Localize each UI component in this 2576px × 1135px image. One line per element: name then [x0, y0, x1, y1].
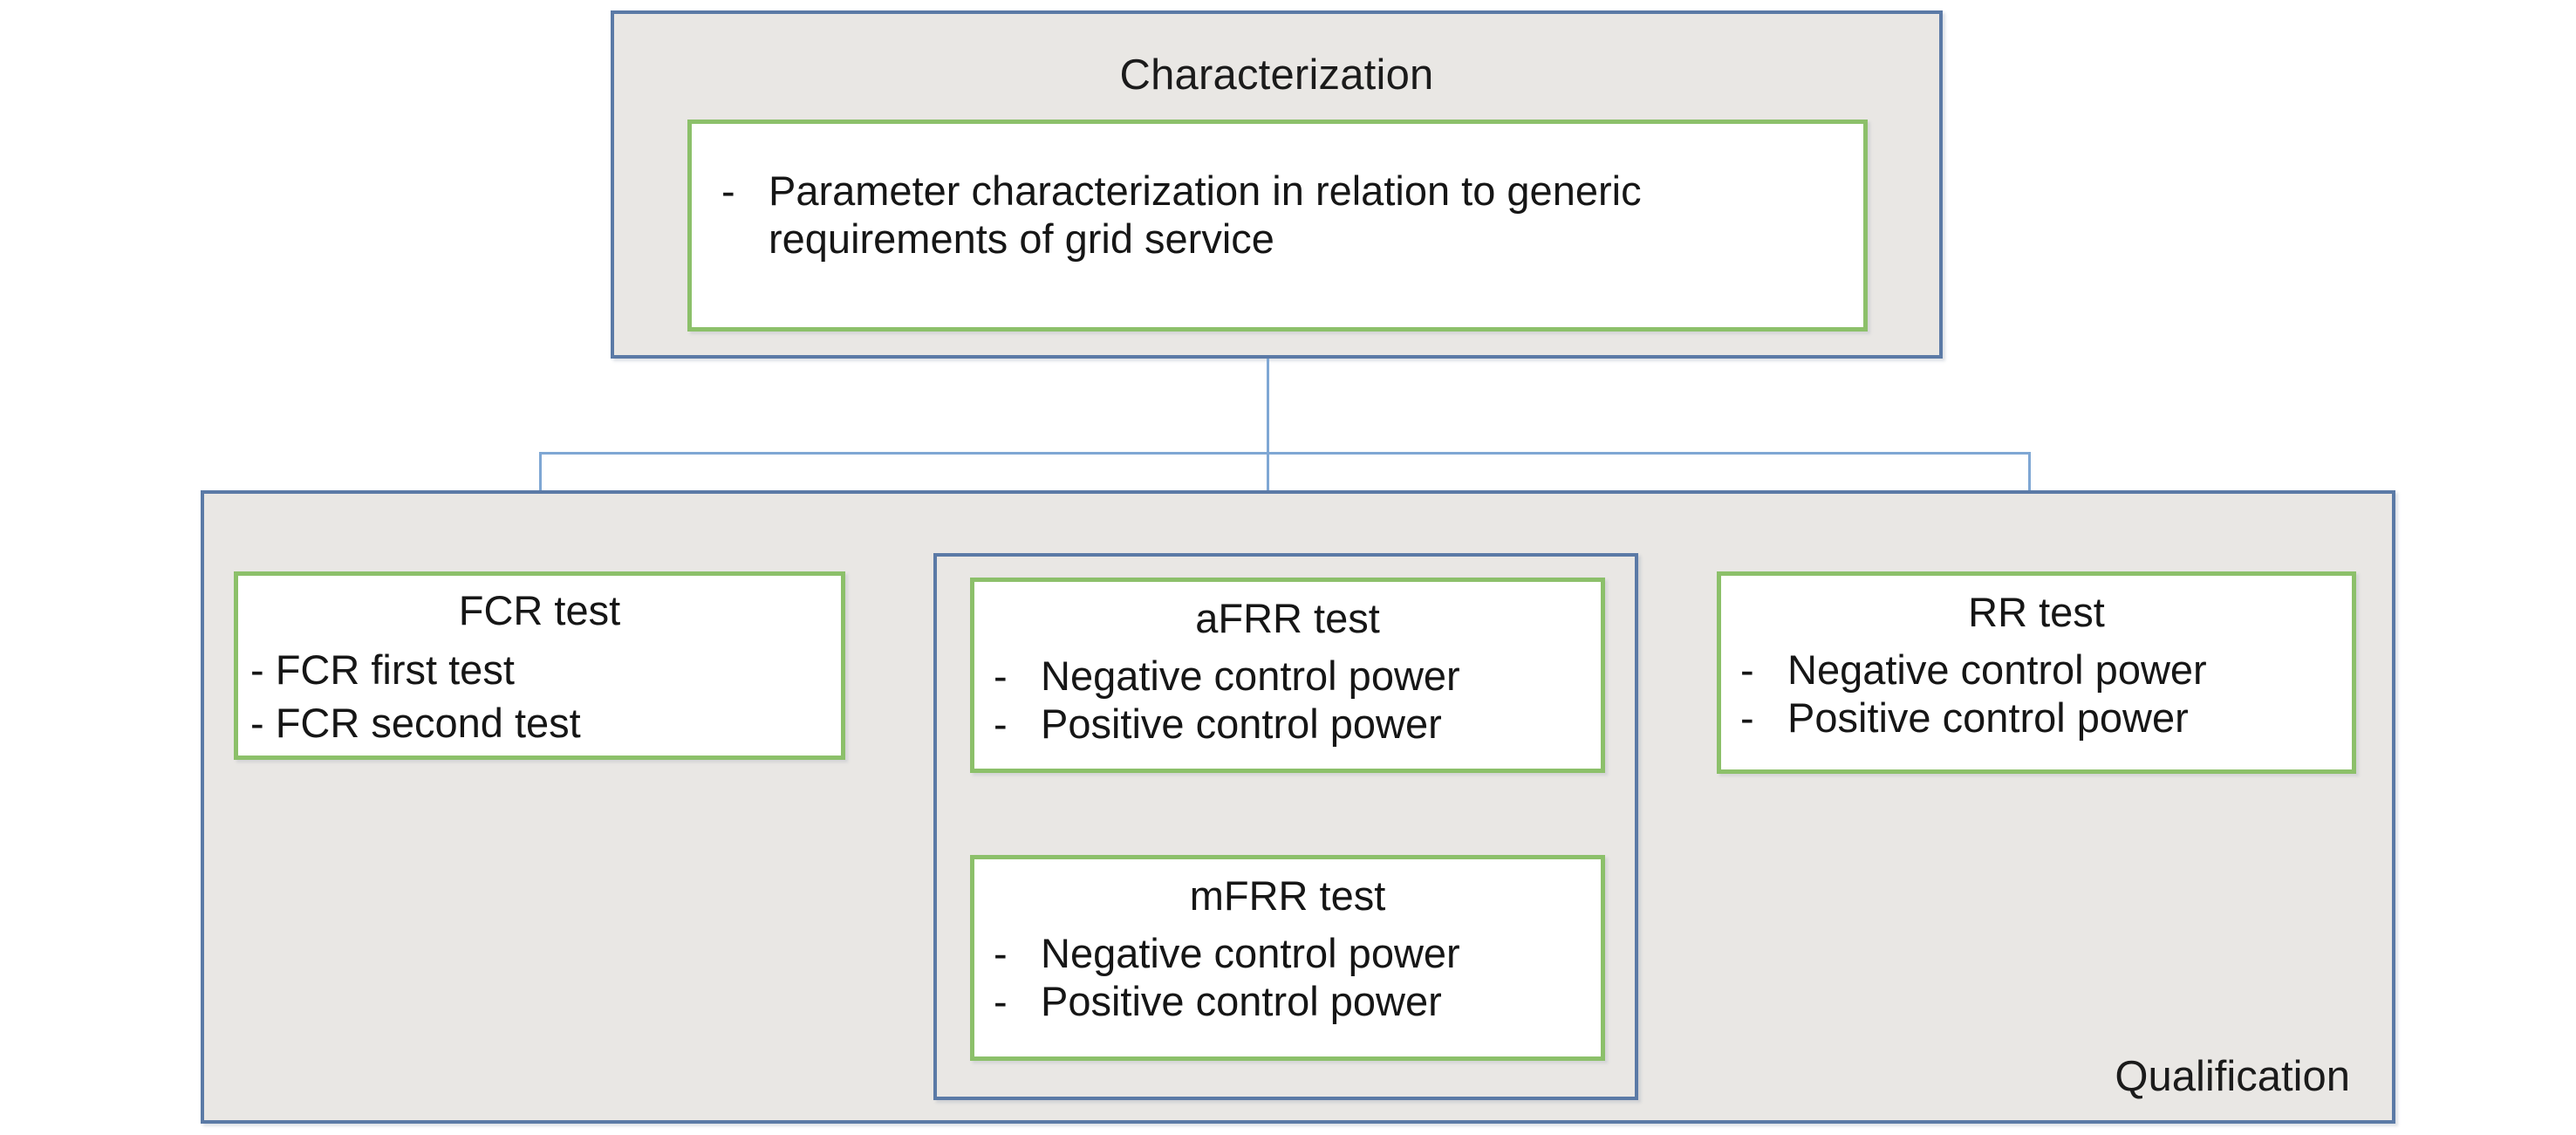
- list-item: - FCR first test: [250, 646, 515, 693]
- rr-bullet-text: Positive control power: [1787, 694, 2189, 741]
- list-item: - Negative control power: [1740, 646, 2340, 694]
- fcr-test-title: FCR test: [458, 587, 621, 633]
- bullet-dash-icon: -: [1740, 694, 1754, 741]
- list-item: - Negative control power: [994, 930, 1589, 978]
- list-item: - Positive control power: [1740, 694, 2340, 742]
- mfrr-bullet-text: Negative control power: [1041, 930, 1460, 976]
- rr-bullet-text: Negative control power: [1787, 646, 2207, 693]
- list-item: - FCR second test: [250, 700, 581, 747]
- mfrr-bullet-list: - Negative control power - Positive cont…: [974, 930, 1601, 1026]
- rr-test-title: RR test: [1968, 589, 2105, 635]
- bullet-dash-icon: -: [994, 977, 1008, 1024]
- afrr-bullet-text: Positive control power: [1041, 700, 1442, 747]
- bullet-dash-icon: -: [1740, 646, 1754, 693]
- connector-horizontal-bus: [539, 452, 2031, 455]
- mfrr-test-title: mFRR test: [1189, 872, 1386, 919]
- characterization-bullet-list: - Parameter characterization in relation…: [721, 168, 1834, 263]
- characterization-title: Characterization: [1119, 51, 1434, 99]
- afrr-test-card: aFRR test - Negative control power - Pos…: [970, 578, 1605, 773]
- characterization-item-card: - Parameter characterization in relation…: [687, 120, 1868, 332]
- list-item: - Negative control power: [994, 653, 1589, 701]
- bullet-dash-icon: -: [721, 168, 735, 214]
- mfrr-bullet-text: Positive control power: [1041, 977, 1442, 1024]
- afrr-test-title: aFRR test: [1195, 595, 1380, 641]
- fcr-bullet-list: - FCR first test - FCR second test: [238, 643, 841, 749]
- fcr-test-card: FCR test - FCR first test - FCR second t…: [234, 571, 845, 760]
- rr-bullet-list: - Negative control power - Positive cont…: [1721, 646, 2352, 742]
- bullet-dash-icon: -: [994, 930, 1008, 976]
- list-item: - Positive control power: [994, 701, 1589, 749]
- bullet-dash-icon: -: [994, 700, 1008, 747]
- bullet-dash-icon: -: [994, 653, 1008, 699]
- afrr-bullet-text: Negative control power: [1041, 653, 1460, 699]
- qualification-label: Qualification: [2115, 1053, 2350, 1100]
- connector-trunk-vertical: [1267, 359, 1269, 453]
- list-item: - Positive control power: [994, 978, 1589, 1026]
- list-item: - Parameter characterization in relation…: [721, 168, 1834, 263]
- rr-test-card: RR test - Negative control power - Posit…: [1717, 571, 2356, 774]
- characterization-item-text: Parameter characterization in relation t…: [769, 168, 1642, 262]
- mfrr-test-card: mFRR test - Negative control power - Pos…: [970, 855, 1605, 1061]
- afrr-bullet-list: - Negative control power - Positive cont…: [974, 653, 1601, 749]
